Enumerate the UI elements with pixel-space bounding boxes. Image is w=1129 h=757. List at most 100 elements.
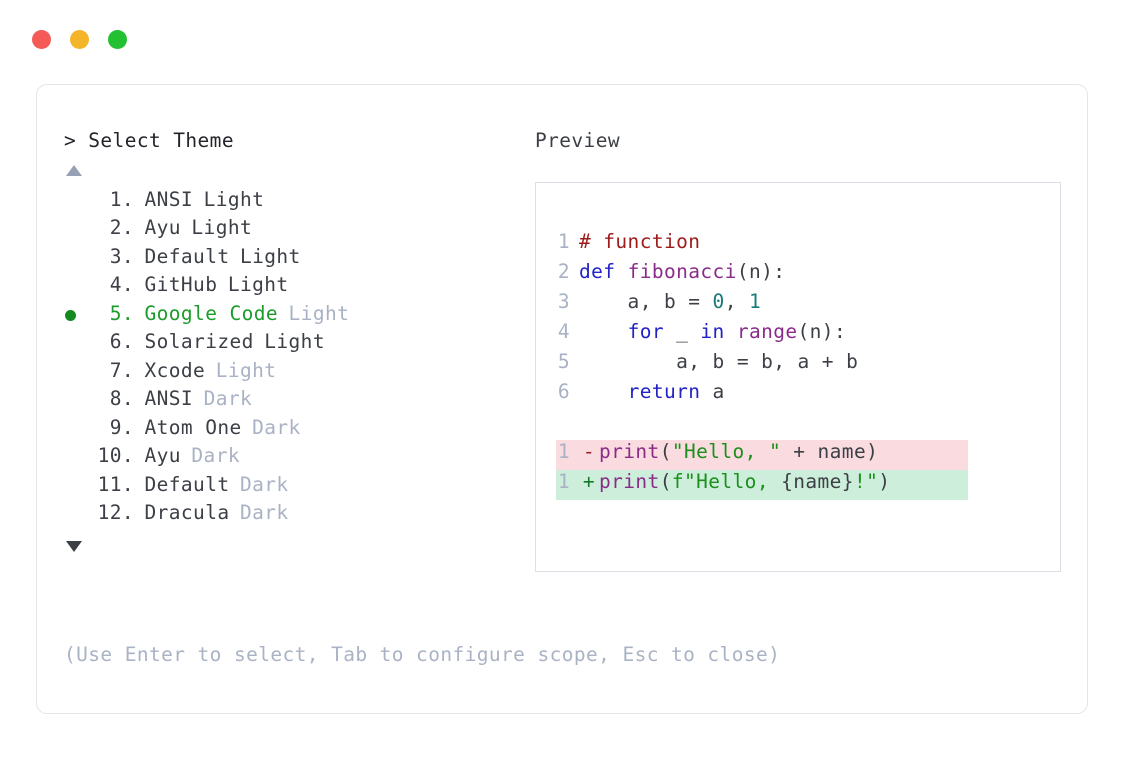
theme-list-item[interactable]: 6. Solarized Light — [64, 330, 534, 359]
triangle-down-icon[interactable] — [66, 540, 82, 552]
theme-item-name: Xcode — [144, 358, 206, 382]
code-line: 2 def fibonacci(n): — [556, 260, 1060, 290]
theme-item-index: 3. — [109, 244, 134, 268]
theme-list-item[interactable]: 2. Ayu Light — [64, 216, 534, 245]
theme-item-index: 10. — [97, 444, 134, 467]
selected-bullet-icon — [65, 310, 76, 322]
theme-list-item[interactable]: 11. Default Dark — [64, 473, 534, 502]
theme-item-index: 5. — [109, 301, 134, 325]
code-line: 1 # function — [556, 230, 1060, 260]
code-token: # function — [579, 229, 701, 253]
code-token: (n): — [736, 259, 786, 283]
code-token: a, b = b, a + b — [579, 349, 859, 373]
code-token: !" — [853, 469, 879, 493]
preview-label: Preview — [535, 129, 620, 152]
theme-item-name: ANSI — [144, 187, 194, 211]
diff-line-number: 1 — [557, 439, 570, 463]
code-token: + name) — [781, 439, 879, 463]
theme-item-name: ANSI — [144, 387, 194, 410]
theme-item-index: 4. — [109, 273, 134, 296]
theme-item-name: Atom One — [144, 415, 242, 439]
theme-item-variant: Light — [203, 187, 265, 211]
page-title: > Select Theme — [64, 129, 234, 152]
code-spacer — [556, 410, 1060, 440]
theme-list-item[interactable]: 7. Xcode Light — [64, 359, 534, 388]
theme-item-variant: Light — [239, 244, 301, 268]
code-token: (n): — [797, 319, 847, 343]
theme-list-item[interactable]: 1. ANSI Light — [64, 188, 534, 217]
code-line: 6 return a — [556, 380, 1060, 410]
code-token: fibonacci — [627, 259, 737, 283]
theme-item-name: Dracula — [144, 501, 230, 524]
diff-line-plus: 1+print(f"Hello, {name}!") — [556, 469, 968, 500]
diff-sign: - — [582, 439, 596, 463]
triangle-up-icon[interactable] — [66, 164, 82, 176]
code-line-number: 6 — [557, 379, 570, 403]
diff-line-number: 1 — [557, 469, 570, 493]
code-token — [579, 380, 628, 403]
code-token: for — [627, 319, 664, 343]
code-token: 1 — [748, 289, 762, 313]
theme-item-variant: Light — [191, 216, 253, 239]
code-token: a, b = — [579, 289, 713, 313]
theme-item-name: Solarized — [144, 330, 254, 353]
code-line-number: 2 — [557, 259, 570, 283]
theme-item-index: 6. — [109, 330, 134, 353]
theme-item-index: 8. — [109, 387, 134, 410]
code-token: range — [736, 319, 798, 343]
code-token: ) — [878, 469, 891, 493]
code-token: , — [724, 289, 749, 313]
minimize-button[interactable] — [70, 30, 89, 49]
theme-list-item[interactable]: 8. ANSI Dark — [64, 387, 534, 416]
code-token: "Hello, " — [671, 439, 782, 463]
code-token: 0 — [712, 289, 725, 313]
code-line: 3 a, b = 0, 1 — [556, 290, 1060, 320]
theme-item-name: Google Code — [144, 301, 279, 325]
code-line-number: 4 — [557, 319, 570, 343]
code-token: in — [700, 319, 725, 343]
keyboard-hint: (Use Enter to select, Tab to configure s… — [64, 643, 781, 666]
code-line-number: 1 — [557, 229, 570, 253]
theme-item-variant: Light — [264, 330, 325, 353]
theme-item-name: Ayu — [144, 216, 181, 239]
code-token: print — [599, 439, 660, 463]
code-token: {name} — [781, 469, 854, 493]
theme-list-item[interactable]: 4. GitHub Light — [64, 273, 534, 302]
theme-item-variant: Dark — [239, 472, 289, 496]
theme-item-variant: Dark — [203, 387, 253, 410]
theme-item-name: GitHub — [144, 273, 218, 296]
theme-list-item[interactable]: 12. Dracula Dark — [64, 501, 534, 530]
theme-item-index: 9. — [109, 415, 134, 439]
theme-item-name: Ayu — [144, 444, 181, 467]
theme-item-name: Default — [144, 244, 230, 268]
code-token: ( — [659, 469, 672, 493]
maximize-button[interactable] — [108, 30, 127, 49]
theme-item-variant: Light — [227, 273, 289, 296]
code-token: print — [599, 469, 660, 493]
theme-item-variant: Light — [215, 358, 277, 382]
diff-block: 1-print("Hello, " + name)1+print(f"Hello… — [556, 439, 1060, 500]
code-line-number: 3 — [557, 289, 570, 313]
diff-line-minus: 1-print("Hello, " + name) — [556, 439, 968, 470]
theme-item-index: 12. — [97, 501, 134, 524]
theme-item-variant: Dark — [239, 501, 289, 524]
theme-item-index: 2. — [109, 216, 134, 239]
code-token: ( — [659, 439, 672, 463]
theme-item-name: Default — [144, 472, 230, 496]
theme-list-item[interactable]: 3. Default Light — [64, 245, 534, 274]
code-token: def — [579, 259, 628, 283]
code-line-number: 5 — [557, 349, 570, 373]
close-button[interactable] — [32, 30, 51, 49]
theme-item-index: 7. — [109, 358, 134, 382]
theme-item-index: 1. — [109, 187, 134, 211]
theme-item-index: 11. — [97, 472, 134, 496]
